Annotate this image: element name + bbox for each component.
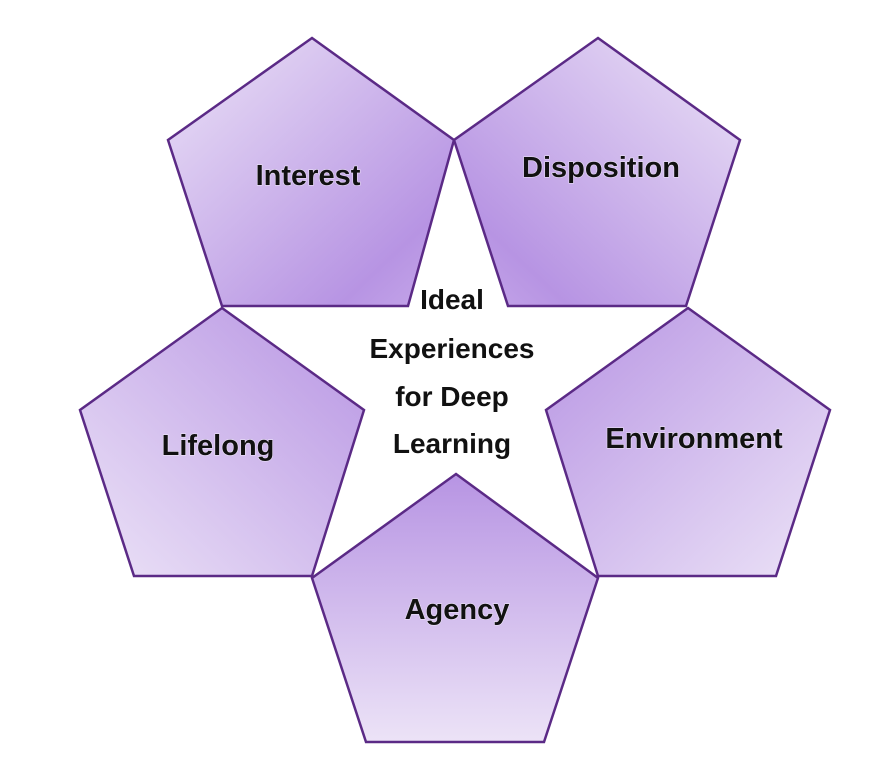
center-title-line-1: Ideal bbox=[420, 284, 484, 315]
pentagon-disposition: Disposition bbox=[452, 36, 742, 308]
pentagon-environment: Environment bbox=[544, 306, 832, 578]
center-title-line-2: Experiences bbox=[370, 333, 535, 364]
pentagon-lifelong-label: Lifelong bbox=[162, 430, 275, 462]
pentagon-interest-label: Interest bbox=[256, 160, 361, 192]
pentagon-lifelong: Lifelong bbox=[78, 306, 366, 578]
pentagon-agency: Agency bbox=[310, 472, 600, 744]
pentagon-interest: Interest bbox=[166, 36, 456, 308]
pentagon-environment-shape bbox=[544, 306, 832, 578]
pentagon-lifelong-shape bbox=[78, 306, 366, 578]
pentagon-disposition-shape bbox=[452, 36, 742, 308]
center-title-line-3: for Deep bbox=[395, 381, 509, 412]
pentagon-disposition-label: Disposition bbox=[522, 152, 680, 184]
center-title: Ideal Experiences for Deep Learning bbox=[370, 284, 535, 459]
pentagon-agency-shape bbox=[310, 472, 600, 744]
pentagon-environment-label: Environment bbox=[605, 423, 783, 455]
pentagon-agency-label: Agency bbox=[405, 594, 510, 626]
center-title-line-4: Learning bbox=[393, 428, 511, 459]
pentagon-interest-shape bbox=[166, 36, 456, 308]
